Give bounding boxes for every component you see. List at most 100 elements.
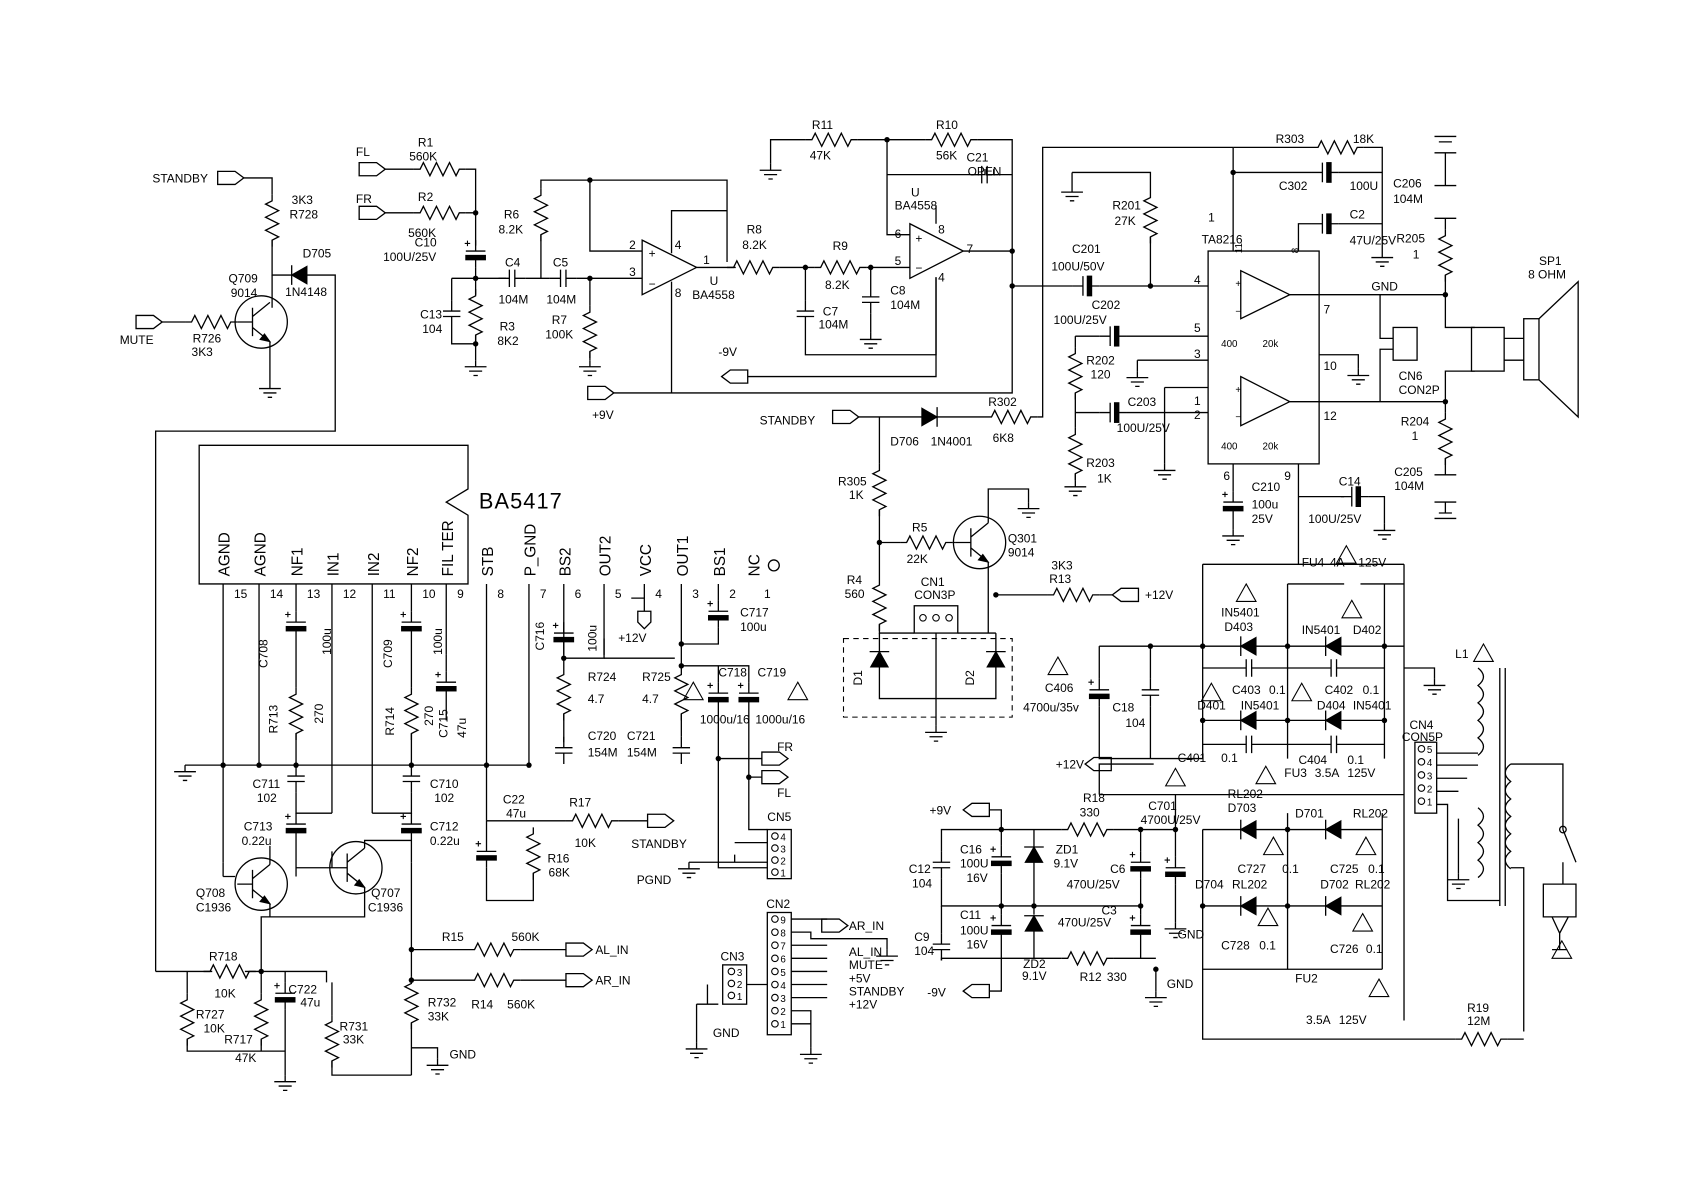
cn2-pin-hole xyxy=(771,928,779,936)
cn2-pin-hole xyxy=(771,941,779,950)
cn2-pin-number: 5 xyxy=(780,968,786,979)
u1-pin4: 4 xyxy=(675,238,682,252)
ba5417-pin-number: 13 xyxy=(307,587,321,601)
cn5-pin-hole xyxy=(771,868,779,876)
q707-val: C1936 xyxy=(368,900,404,914)
r727-ref: R727 xyxy=(196,1007,225,1021)
ba5417-ic: BA5417 AGND15AGND14NF113IN112IN211NF210F… xyxy=(198,444,780,601)
r724-val: 4.7 xyxy=(588,692,605,706)
d703-type: RL202 xyxy=(1228,787,1264,801)
c14-ref: C14 xyxy=(1339,475,1361,489)
c210-ref: C210 xyxy=(1252,480,1281,494)
cn4-pin-number: 5 xyxy=(1427,745,1433,756)
c728-ref: C728 xyxy=(1221,939,1250,953)
cn1-ref: CN1 xyxy=(921,575,945,589)
cn2-pin-number: 8 xyxy=(780,928,786,939)
cn5-pin-number: 2 xyxy=(780,856,785,867)
ba5417-pin-name: BS2 xyxy=(557,547,574,576)
ta8216-pin3: 3 xyxy=(1194,347,1201,361)
c16-ref: C16 xyxy=(960,843,982,857)
ba5417-pin-name: NF2 xyxy=(405,547,422,576)
fu4-val: 4A xyxy=(1330,555,1345,569)
cn6-val: CON2P xyxy=(1399,383,1440,397)
c709-ref: C709 xyxy=(381,639,395,668)
fu2-ref: FU2 xyxy=(1295,971,1318,985)
ba5417-pin-name: VCC xyxy=(638,544,655,576)
cn6-ref: CN6 xyxy=(1399,369,1423,383)
r204-ref: R204 xyxy=(1401,415,1430,429)
r8-ref: R8 xyxy=(747,223,763,237)
ba5417-pin-number: 1 xyxy=(764,587,771,601)
c206-val: 104M xyxy=(1393,192,1423,206)
standby-label-3: STANDBY xyxy=(760,414,816,428)
c712-val: 0.22u xyxy=(430,834,460,848)
r5-ref: R5 xyxy=(912,521,928,535)
cn5-pin-hole xyxy=(771,844,779,852)
cn2-pin-number: 3 xyxy=(780,994,786,1005)
c16-val: 100U xyxy=(960,857,989,871)
cn2-pin-hole xyxy=(771,1019,779,1028)
fu4-ref: FU4 xyxy=(1302,555,1325,569)
c404-ref: C404 xyxy=(1298,753,1327,767)
r714-val: 270 xyxy=(422,705,436,725)
d703-ref: D703 xyxy=(1228,801,1257,815)
c18-ref: C18 xyxy=(1112,701,1134,715)
ba5417-pin-name: BS1 xyxy=(712,547,729,576)
ba5417-pin-name: IN1 xyxy=(326,553,343,577)
c728-val: 0.1 xyxy=(1259,939,1276,953)
r15-val: 560K xyxy=(512,930,540,944)
c721-ref: C721 xyxy=(627,729,656,743)
c13-ref: C13 xyxy=(420,308,442,322)
cn3-pins: 321 xyxy=(727,967,743,1003)
c404-val: 0.1 xyxy=(1347,753,1364,767)
q708-val: C1936 xyxy=(196,900,232,914)
c711-val: 102 xyxy=(257,791,277,805)
c717-val: 100u xyxy=(740,620,767,634)
ba5417-pin-number: 9 xyxy=(457,587,464,601)
junction-dots xyxy=(220,136,1449,983)
c709-val: 100u xyxy=(431,628,445,655)
c718-ref: C718 xyxy=(718,666,747,680)
fu2-volt: 125V xyxy=(1339,1013,1367,1027)
r16-val: 68K xyxy=(549,865,570,879)
u2-pin7: 7 xyxy=(966,242,973,256)
cn4-pin-number: 1 xyxy=(1427,798,1432,809)
cn4-pin-hole xyxy=(1417,797,1426,805)
d403-ref: D403 xyxy=(1224,620,1253,634)
c22-val: 47u xyxy=(506,807,526,821)
r12-val: 330 xyxy=(1107,970,1127,984)
c710-val: 102 xyxy=(434,791,454,805)
cn5-pin-number: 4 xyxy=(780,832,786,843)
c406-ref: C406 xyxy=(1045,681,1074,695)
fl-in-label: FL xyxy=(356,145,370,159)
u2-pin4: 4 xyxy=(938,271,945,285)
r14-ref: R14 xyxy=(471,998,493,1012)
cn4-pin-hole xyxy=(1417,771,1426,779)
u2-minus: − xyxy=(915,261,922,275)
r4-val: 560 xyxy=(845,587,865,601)
u1-name: BA4558 xyxy=(692,288,735,302)
cn3-pin-number: 2 xyxy=(737,980,742,991)
ba5417-pin-number: 12 xyxy=(343,587,357,601)
cn3-pin-number: 3 xyxy=(737,968,743,979)
c14-val: 100U/25V xyxy=(1308,512,1361,526)
r3-val: 8K2 xyxy=(497,334,519,348)
c9-ref: C9 xyxy=(914,930,930,944)
r16-ref: R16 xyxy=(547,851,569,865)
r727-val: 10K xyxy=(204,1022,225,1036)
ba5417-pin-number: 7 xyxy=(540,587,547,601)
plus9v-label-1: +9V xyxy=(592,408,614,422)
r302-ref: R302 xyxy=(988,395,1017,409)
c21-val: OPEN xyxy=(968,165,1002,179)
r1-ref: R1 xyxy=(418,135,434,149)
al-in-label: AL_IN xyxy=(595,943,628,957)
c721-val: 154M xyxy=(627,745,657,759)
d1-label: D1 xyxy=(851,670,865,686)
c725-ref: C725 xyxy=(1330,862,1359,876)
zd1-val: 9.1V xyxy=(1054,857,1079,871)
pgnd-label: PGND xyxy=(637,873,672,887)
c708-val: 100u xyxy=(320,628,334,655)
cn2-pin-hole xyxy=(771,993,779,1002)
c7-ref: C7 xyxy=(823,304,839,318)
